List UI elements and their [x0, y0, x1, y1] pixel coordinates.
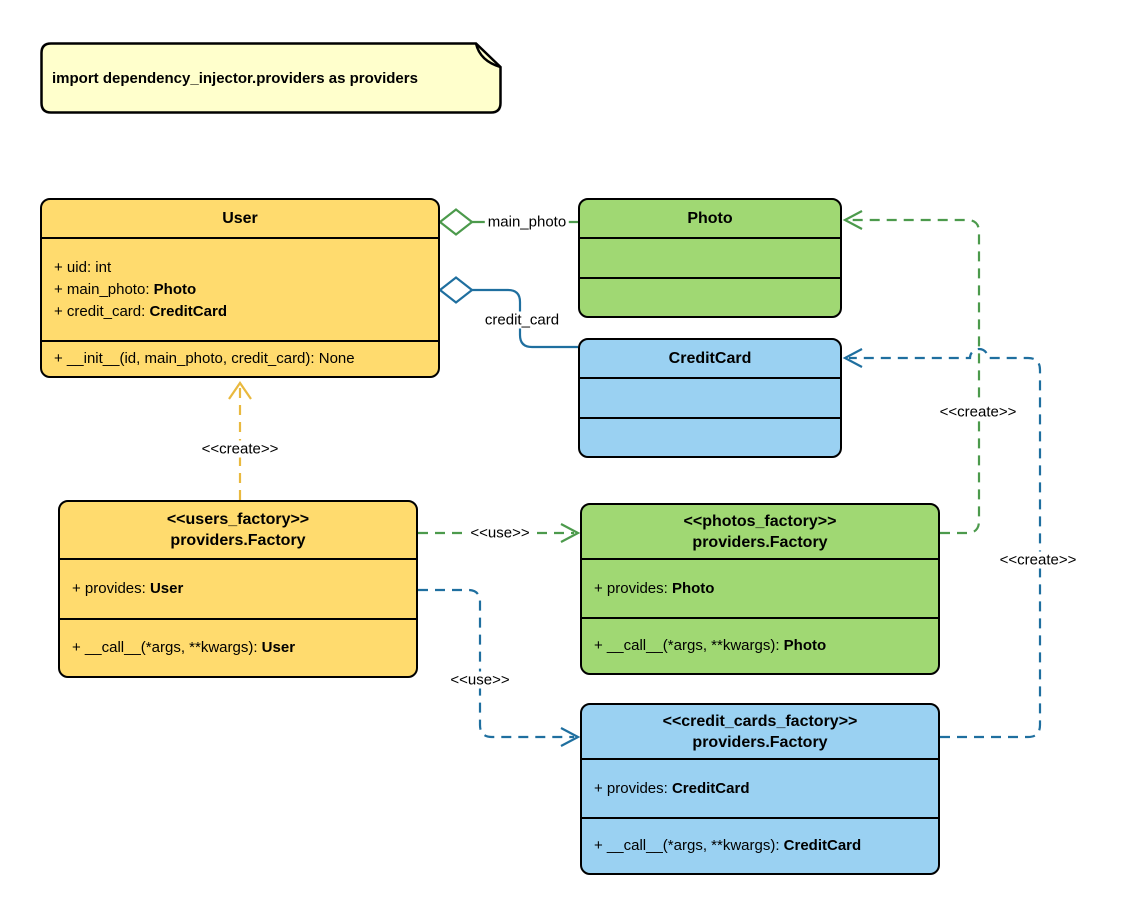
class-photos-factory: <<photos_factory>> providers.Factory + p…	[580, 503, 940, 675]
class-methods: + __call__(*args, **kwargs): CreditCard	[582, 817, 938, 873]
class-attributes: + provides: User	[60, 558, 416, 618]
attribute-text: + provides:	[72, 580, 150, 597]
class-attributes: + uid: int + main_photo: Photo + credit_…	[42, 237, 438, 340]
attribute-row: + provides: Photo	[594, 578, 926, 600]
note-body	[40, 42, 502, 114]
attribute-row: + main_photo: Photo	[54, 279, 426, 301]
class-user: User + uid: int + main_photo: Photo + cr…	[40, 198, 440, 378]
note-text: import dependency_injector.providers as …	[52, 69, 418, 87]
class-users-factory: <<users_factory>> providers.Factory + pr…	[58, 500, 418, 678]
attribute-text: + provides:	[594, 579, 672, 597]
class-credit-cards-factory: <<credit_cards_factory>> providers.Facto…	[580, 703, 940, 875]
aggregation-diamond-credit-card	[438, 276, 474, 304]
class-name: providers.Factory	[692, 533, 828, 551]
class-methods-empty	[580, 277, 840, 316]
class-title: User	[222, 210, 258, 227]
class-methods-empty	[580, 417, 840, 456]
class-title: Photo	[687, 210, 733, 227]
class-name: providers.Factory	[692, 733, 828, 751]
method-type: Photo	[783, 637, 827, 654]
class-methods: + __init__(id, main_photo, credit_card):…	[42, 340, 438, 376]
arrowhead-create-user	[228, 381, 252, 400]
edge-label-use-credit-cards: <<use>>	[447, 671, 513, 689]
class-title: <<credit_cards_factory>> providers.Facto…	[582, 705, 938, 758]
edge-label-create-user: <<create>>	[198, 440, 282, 458]
class-name: providers.Factory	[170, 532, 306, 549]
class-photo: Photo	[578, 198, 842, 318]
attribute-row: + uid: int	[54, 257, 426, 279]
method-row: + __call__(*args, **kwargs): User	[72, 637, 404, 659]
attribute-text: + main_photo:	[54, 280, 154, 298]
attribute-row: + credit_card: CreditCard	[54, 301, 426, 323]
attribute-text: + provides:	[594, 779, 672, 797]
edge-label-create-photo: <<create>>	[936, 403, 1020, 421]
class-title: <<users_factory>> providers.Factory	[60, 502, 416, 558]
attribute-type: Photo	[671, 579, 715, 597]
method-text: + __call__(*args, **kwargs):	[594, 637, 784, 654]
edge-photos-factory-creates-photo	[849, 218, 981, 535]
method-text: + __call__(*args, **kwargs):	[594, 837, 784, 854]
note-corner-fold	[474, 43, 501, 69]
attribute-row: + provides: CreditCard	[594, 778, 926, 800]
method-row: + __call__(*args, **kwargs): Photo	[594, 635, 926, 657]
edge-label-main-photo: main_photo	[484, 213, 570, 231]
class-attributes-empty	[580, 237, 840, 277]
method-text: + __call__(*args, **kwargs):	[72, 639, 262, 656]
method-text: + __init__(id, main_photo, credit_card):…	[54, 350, 355, 367]
class-methods: + __call__(*args, **kwargs): Photo	[582, 617, 938, 673]
note: import dependency_injector.providers as …	[40, 42, 502, 114]
method-row: + __call__(*args, **kwargs): CreditCard	[594, 835, 926, 857]
attribute-type: User	[149, 580, 184, 597]
attribute-type: Photo	[153, 280, 197, 298]
attribute-text: + credit_card:	[54, 302, 150, 320]
edge-users-factory-uses-credit-cards-factory	[418, 588, 574, 739]
edge-label-credit-card: credit_card	[481, 311, 563, 329]
method-type: CreditCard	[783, 837, 862, 854]
aggregation-diamond-main-photo	[438, 208, 474, 236]
class-methods: + __call__(*args, **kwargs): User	[60, 618, 416, 676]
attribute-type: CreditCard	[149, 302, 227, 320]
class-attributes: + provides: CreditCard	[582, 758, 938, 817]
arrowhead-use-photos-factory	[560, 523, 581, 543]
attribute-type: CreditCard	[671, 779, 750, 797]
attribute-text: + uid: int	[54, 258, 112, 276]
method-row: + __init__(id, main_photo, credit_card):…	[54, 348, 426, 370]
class-title: <<photos_factory>> providers.Factory	[582, 505, 938, 558]
class-title: CreditCard	[668, 350, 752, 367]
edge-label-create-credit-card: <<create>>	[996, 551, 1080, 569]
method-type: User	[261, 639, 296, 656]
arrowhead-use-credit-cards-factory	[560, 727, 581, 747]
class-attributes-empty	[580, 377, 840, 417]
attribute-row: + provides: User	[72, 578, 404, 600]
arrowhead-create-photo	[842, 210, 863, 230]
class-stereotype: <<users_factory>>	[166, 511, 310, 528]
class-stereotype: <<photos_factory>>	[683, 512, 837, 530]
edge-label-use-photos: <<use>>	[467, 524, 533, 542]
class-attributes: + provides: Photo	[582, 558, 938, 617]
arrowhead-create-credit-card	[842, 348, 863, 368]
note-shape	[40, 42, 502, 114]
class-credit-card: CreditCard	[578, 338, 842, 458]
class-stereotype: <<credit_cards_factory>>	[662, 712, 858, 730]
